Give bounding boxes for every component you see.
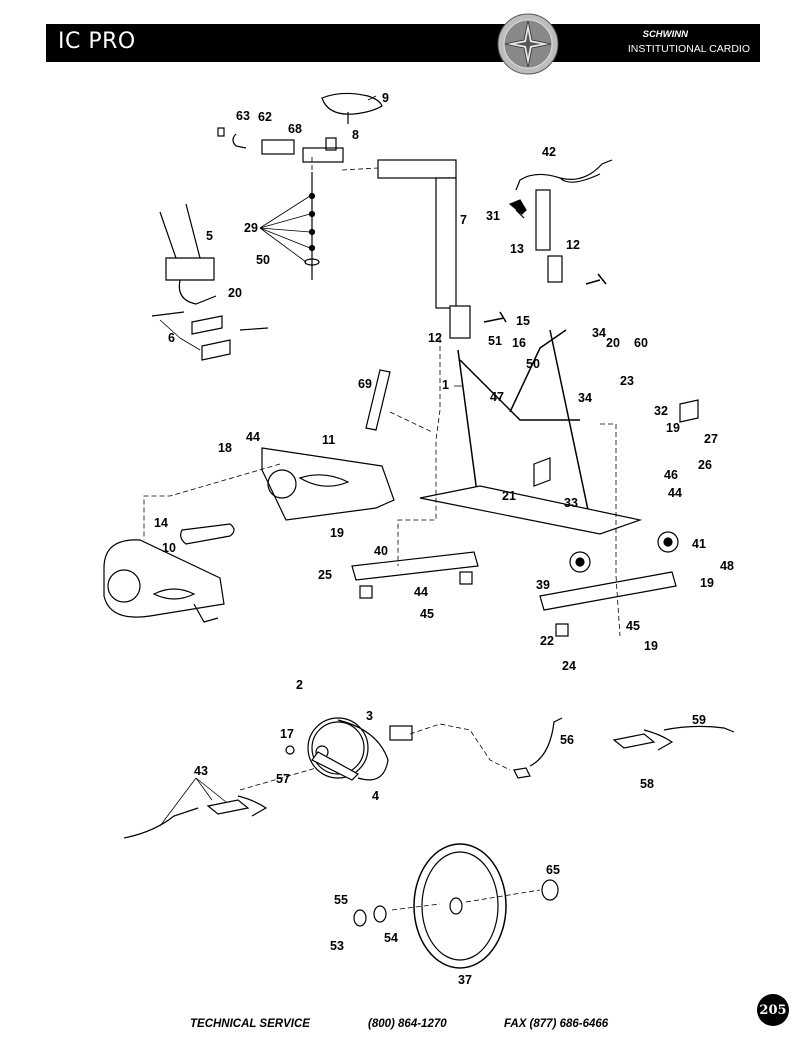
brand-subtitle: INSTITUTIONAL CARDIO <box>627 43 750 55</box>
callout-label: 59 <box>692 713 706 727</box>
callout-label: 53 <box>330 939 344 953</box>
callout-label: 65 <box>546 863 560 877</box>
callout-label: 62 <box>258 110 272 124</box>
callout-label: 8 <box>352 128 359 142</box>
callout-label: 32 <box>654 404 668 418</box>
callout-label: 56 <box>560 733 574 747</box>
leader-lines <box>159 95 462 827</box>
callout-label: 29 <box>244 221 258 235</box>
brand-name: SCHWINN <box>642 29 688 40</box>
callout-label: 41 <box>692 537 706 551</box>
callout-label: 44 <box>246 430 260 444</box>
page-header: IC PRO SCHWINN INSTITUTIONAL CARDIO <box>46 24 760 62</box>
callout-label: 25 <box>318 568 332 582</box>
callout-label: 51 <box>488 334 502 348</box>
callout-label: 7 <box>460 213 467 227</box>
callout-label: 33 <box>564 496 578 510</box>
callout-label: 12 <box>566 238 580 252</box>
callout-label: 11 <box>322 433 335 447</box>
callout-label: 39 <box>536 578 550 592</box>
callout-label: 22 <box>540 634 554 648</box>
footer-service-label: TECHNICAL SERVICE <box>190 1018 310 1030</box>
callout-label: 16 <box>512 336 526 350</box>
callout-label: 69 <box>358 377 372 391</box>
callout-label: 54 <box>384 931 398 945</box>
callout-label: 19 <box>700 576 714 590</box>
callout-label: 44 <box>414 585 428 599</box>
callout-label: 13 <box>510 242 524 256</box>
callout-label: 19 <box>666 421 680 435</box>
callout-label: 17 <box>280 727 294 741</box>
callout-label: 47 <box>490 390 504 404</box>
callout-label: 15 <box>516 314 530 328</box>
callout-label: 57 <box>276 772 290 786</box>
callout-label: 19 <box>644 639 658 653</box>
callout-label: 3 <box>366 709 373 723</box>
callout-label: 12 <box>428 331 442 345</box>
callout-label: 1 <box>442 378 449 392</box>
callout-label: 4 <box>372 789 379 803</box>
footer-phone: (800) 864-1270 <box>368 1018 447 1030</box>
callout-label: 5 <box>206 229 213 243</box>
footer-fax: FAX (877) 686-6466 <box>504 1018 609 1030</box>
callout-label: 18 <box>218 441 232 455</box>
callout-label: 19 <box>330 526 344 540</box>
callout-label: 34 <box>592 326 606 340</box>
callout-label: 45 <box>420 607 434 621</box>
callout-label: 68 <box>288 122 302 136</box>
callout-label: 26 <box>698 458 712 472</box>
callout-label: 42 <box>542 145 556 159</box>
callout-label: 10 <box>162 541 176 555</box>
callout-label: 21 <box>502 489 516 503</box>
callout-label: 63 <box>236 109 250 123</box>
callout-label: 9 <box>382 91 389 105</box>
callout-label: 20 <box>606 336 620 350</box>
page-title: IC PRO <box>58 29 136 54</box>
callout-label: 50 <box>526 357 540 371</box>
page-number-badge: 205 <box>757 994 789 1026</box>
callout-label: 20 <box>228 286 242 300</box>
callout-label: 43 <box>194 764 208 778</box>
callout-label: 60 <box>634 336 648 350</box>
callout-label: 27 <box>704 432 718 446</box>
callout-label: 23 <box>620 374 634 388</box>
callout-label: 44 <box>668 486 682 500</box>
callout-label: 48 <box>720 559 734 573</box>
callout-label: 2 <box>296 678 303 692</box>
dashed-assembly-lines <box>143 156 621 911</box>
callout-label: 58 <box>640 777 654 791</box>
callout-label: 6 <box>168 331 175 345</box>
callout-label: 40 <box>374 544 388 558</box>
drawing-parts <box>103 92 735 969</box>
callout-label: 46 <box>664 468 678 482</box>
schwinn-star-logo-icon <box>497 13 559 75</box>
callout-label: 55 <box>334 893 348 907</box>
part-callouts: 9 63 62 68 8 42 5 29 7 31 13 12 50 20 6 … <box>154 91 734 987</box>
callout-label: 31 <box>486 209 500 223</box>
callout-label: 34 <box>578 391 592 405</box>
callout-label: 24 <box>562 659 576 673</box>
callout-label: 50 <box>256 253 270 267</box>
callout-label: 45 <box>626 619 640 633</box>
callout-label: 14 <box>154 516 168 530</box>
callout-label: 37 <box>458 973 472 987</box>
